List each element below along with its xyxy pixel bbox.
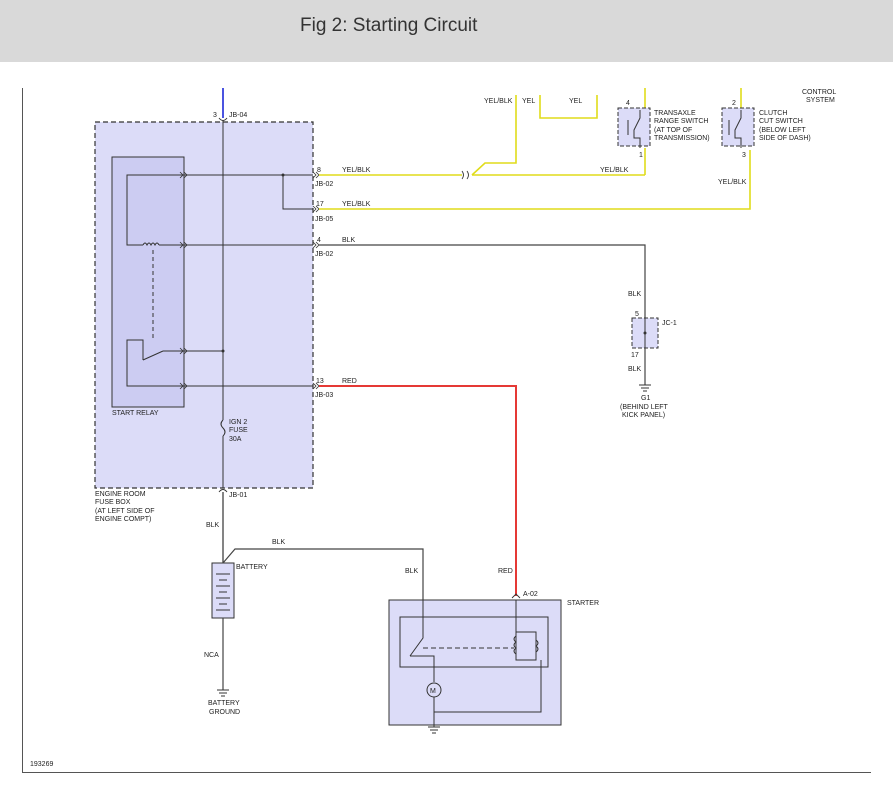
wire-label: BLK [405, 568, 419, 575]
transaxle-range-switch [617, 107, 651, 147]
red-wire-13 [319, 385, 517, 596]
wire-label: YEL/BLK [718, 179, 747, 186]
fuse-label: FUSE [229, 427, 248, 434]
transaxle-label: TRANSAXLE [654, 110, 696, 117]
relay-label: START RELAY [112, 410, 159, 417]
control-system-label: CONTROL [802, 89, 836, 96]
header-bar: Fig 2: Starting Circuit [0, 0, 893, 62]
wire-label: BLK [272, 539, 286, 546]
pin-label: 13 [316, 378, 324, 385]
fuse-label: 30A [229, 436, 242, 443]
clutch-label: CUT SWITCH [759, 118, 803, 125]
motor-label: M [430, 688, 436, 695]
blk-wire-4 [319, 244, 646, 318]
pin-label: 8 [317, 167, 321, 174]
pin-label: 17 [631, 352, 639, 359]
blk-battery-starter-wire [222, 548, 424, 600]
wire-label: BLK [206, 522, 220, 529]
figure-id: 193269 [30, 761, 54, 768]
wire-label: YEL/BLK [600, 167, 629, 174]
pin-label: 4 [626, 100, 630, 107]
transaxle-label: TRANSMISSION) [654, 135, 710, 142]
connector-label: JB-05 [315, 216, 333, 223]
starter-label: STARTER [567, 600, 599, 607]
pin-label: 3 [213, 112, 217, 119]
wire-label: NCA [204, 652, 219, 659]
transaxle-label: RANGE SWITCH [654, 118, 708, 125]
control-system-label: SYSTEM [806, 97, 835, 104]
g1-ground-icon [639, 384, 651, 392]
starter-ground-icon [428, 726, 440, 734]
transaxle-label: (AT TOP OF [654, 127, 692, 134]
g1-label: (BEHIND LEFT [620, 404, 669, 411]
pin-label: 5 [635, 311, 639, 318]
jc1-label: JC-1 [662, 320, 677, 327]
wire-label: BLK [628, 291, 642, 298]
clutch-label: CLUTCH [759, 110, 787, 117]
fuse-box-label: (AT LEFT SIDE OF [95, 508, 155, 515]
clutch-cut-switch [721, 107, 755, 147]
connector-label: JB-01 [229, 492, 247, 499]
yel-blk-wire-17 [319, 150, 751, 210]
wire-label: YEL/BLK [342, 201, 371, 208]
pin-label: 1 [639, 152, 643, 159]
wire-label: YEL [522, 98, 535, 105]
connector-label: JB-03 [315, 392, 333, 399]
g1-label: KICK PANEL) [622, 412, 665, 419]
pin-label: 17 [316, 201, 324, 208]
battery-ground-icon [217, 689, 229, 697]
diagram-frame [22, 88, 871, 773]
pin-label: 3 [742, 152, 746, 159]
wire-label: BLK [628, 366, 642, 373]
battery-ground-label: GROUND [209, 709, 240, 716]
pin-label: 4 [317, 237, 321, 244]
connector-label: A-02 [523, 591, 538, 598]
wire-label: YEL/BLK [342, 167, 371, 174]
wire-label: BLK [342, 237, 356, 244]
start-relay [111, 156, 185, 408]
page-title: Fig 2: Starting Circuit [300, 15, 478, 36]
fuse-box-label: ENGINE ROOM [95, 491, 146, 498]
connector-label: JB-04 [229, 112, 247, 119]
clutch-label: (BELOW LEFT [759, 127, 806, 134]
pin-label: 2 [732, 100, 736, 107]
wire-label: RED [498, 568, 513, 575]
wire-label: YEL [569, 98, 582, 105]
wire-label: RED [342, 378, 357, 385]
fuse-box-label: FUSE BOX [95, 499, 131, 506]
battery-ground-label: BATTERY [208, 700, 240, 707]
wire-label: YEL/BLK [484, 98, 513, 105]
connector-label: JB-02 [315, 251, 333, 258]
starter-box [388, 599, 562, 726]
battery-label: BATTERY [236, 564, 268, 571]
fuse-label: IGN 2 [229, 419, 247, 426]
fuse-box-label: ENGINE COMPT) [95, 516, 151, 523]
ign2-fuse [220, 419, 226, 437]
connector-label: JB-02 [315, 181, 333, 188]
clutch-label: SIDE OF DASH) [759, 135, 811, 142]
g1-label: G1 [641, 395, 650, 402]
